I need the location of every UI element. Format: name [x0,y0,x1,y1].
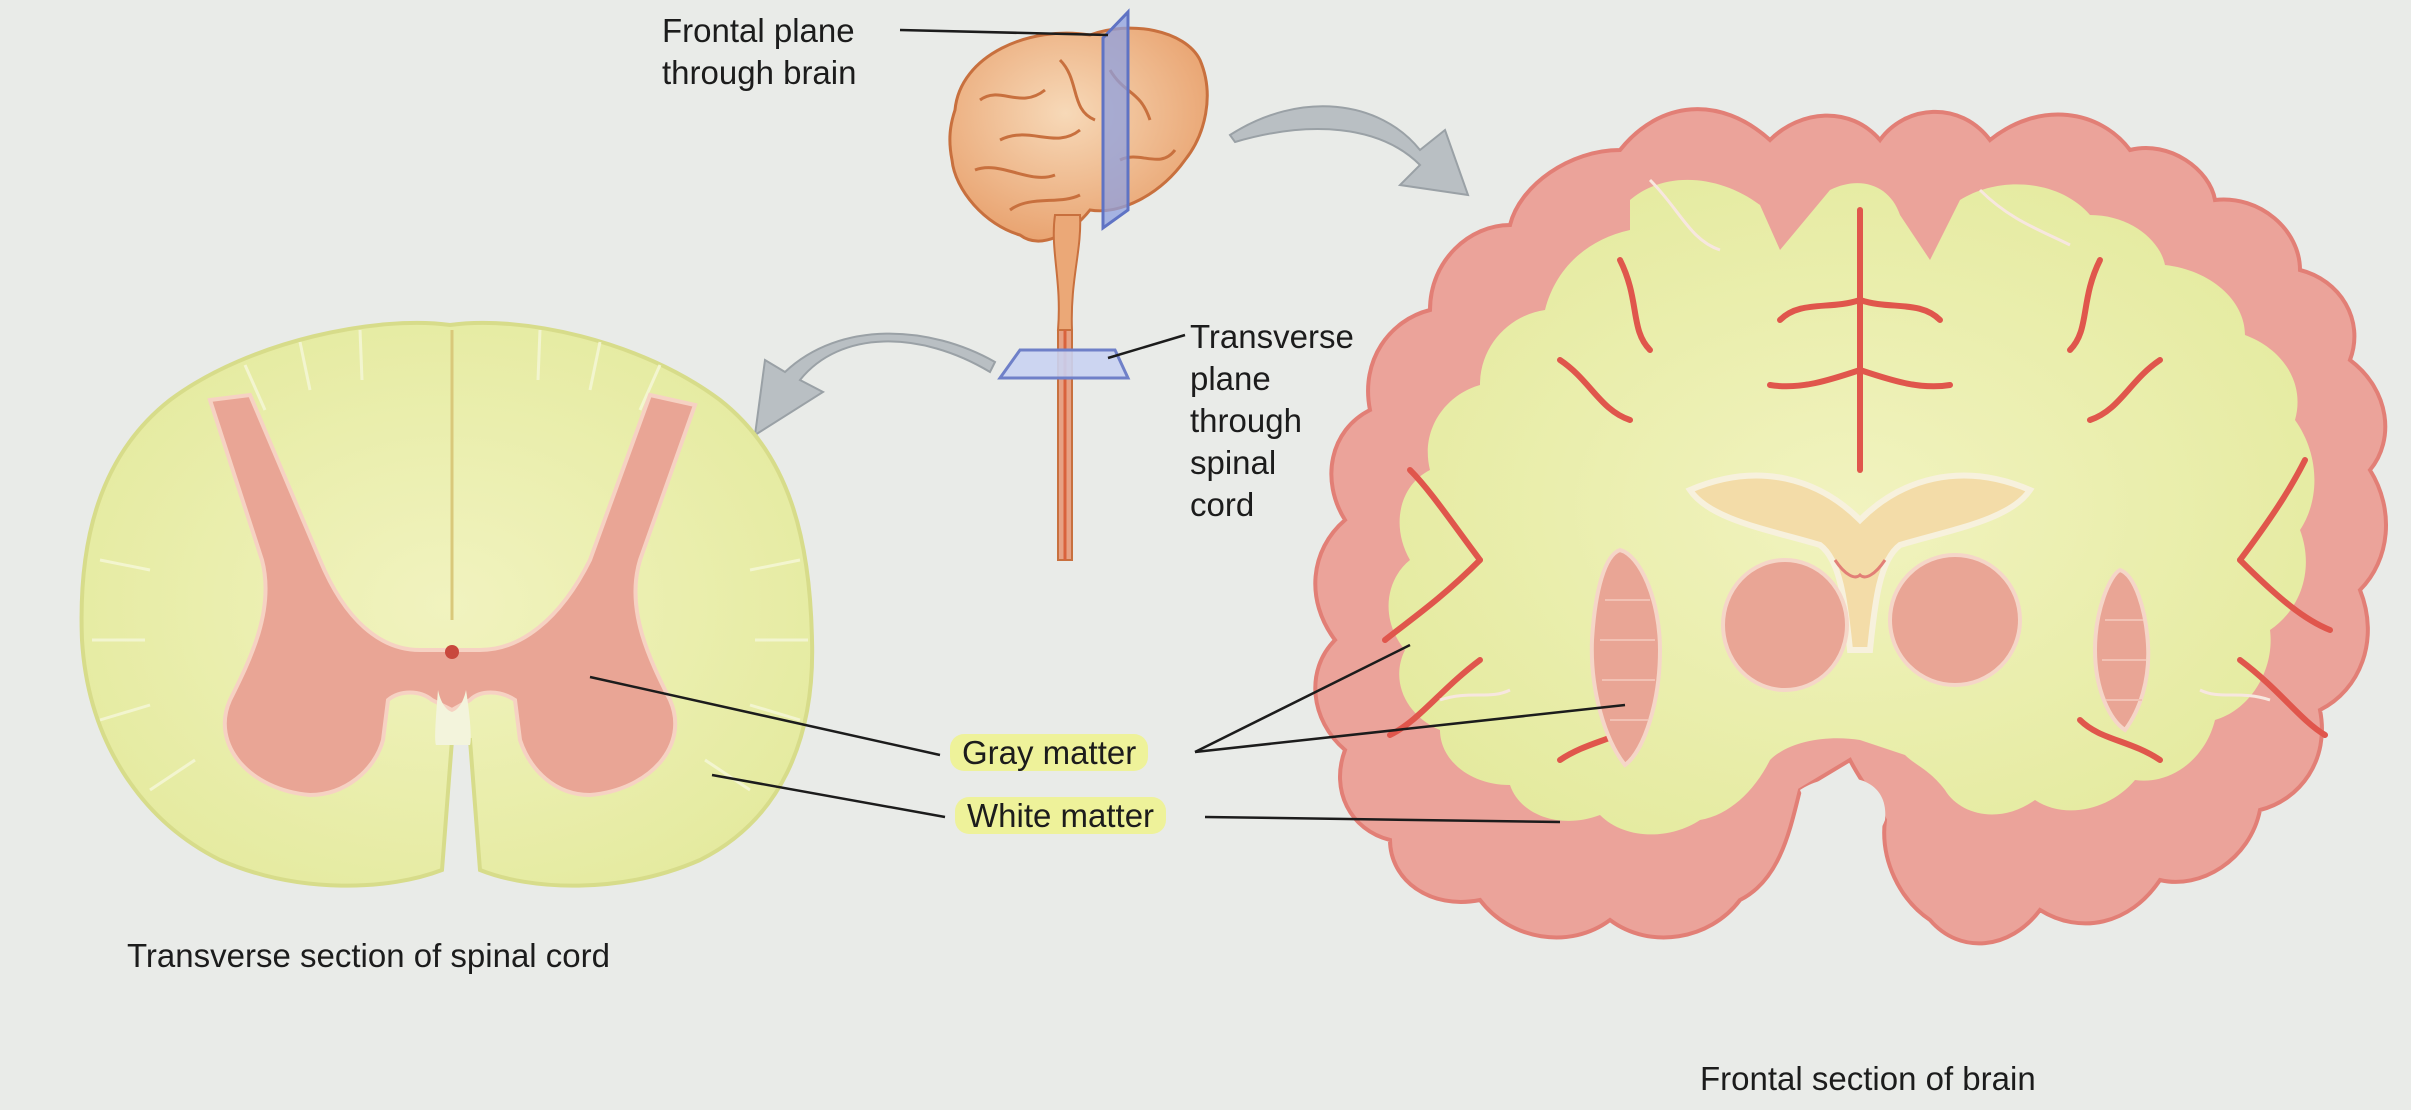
curved-arrow-right-icon [1228,105,1470,197]
gray-matter-label: Gray matter [950,732,1149,774]
leader-lines [589,28,1626,824]
curved-arrow-left-icon [753,332,997,437]
brain-section-caption: Frontal section of brain [1700,1060,2036,1097]
transverse-plane-icon [997,348,1131,380]
brain-section-icon [1313,107,2388,946]
white-matter-label: White matter [955,795,1167,837]
frontal-plane-label: Frontal plane through brain [662,12,857,91]
transverse-plane-label: Transverse plane through spinal cord [1190,318,1354,523]
spinal-cord-section-icon [79,320,815,888]
whole-brain-icon [948,26,1209,561]
basal-ganglia [1589,547,2151,768]
frontal-plane-icon [1101,8,1130,231]
spinal-section-caption: Transverse section of spinal cord [127,937,610,974]
gray-matter-text: Gray matter [950,734,1149,771]
white-matter-text: White matter [955,797,1167,834]
